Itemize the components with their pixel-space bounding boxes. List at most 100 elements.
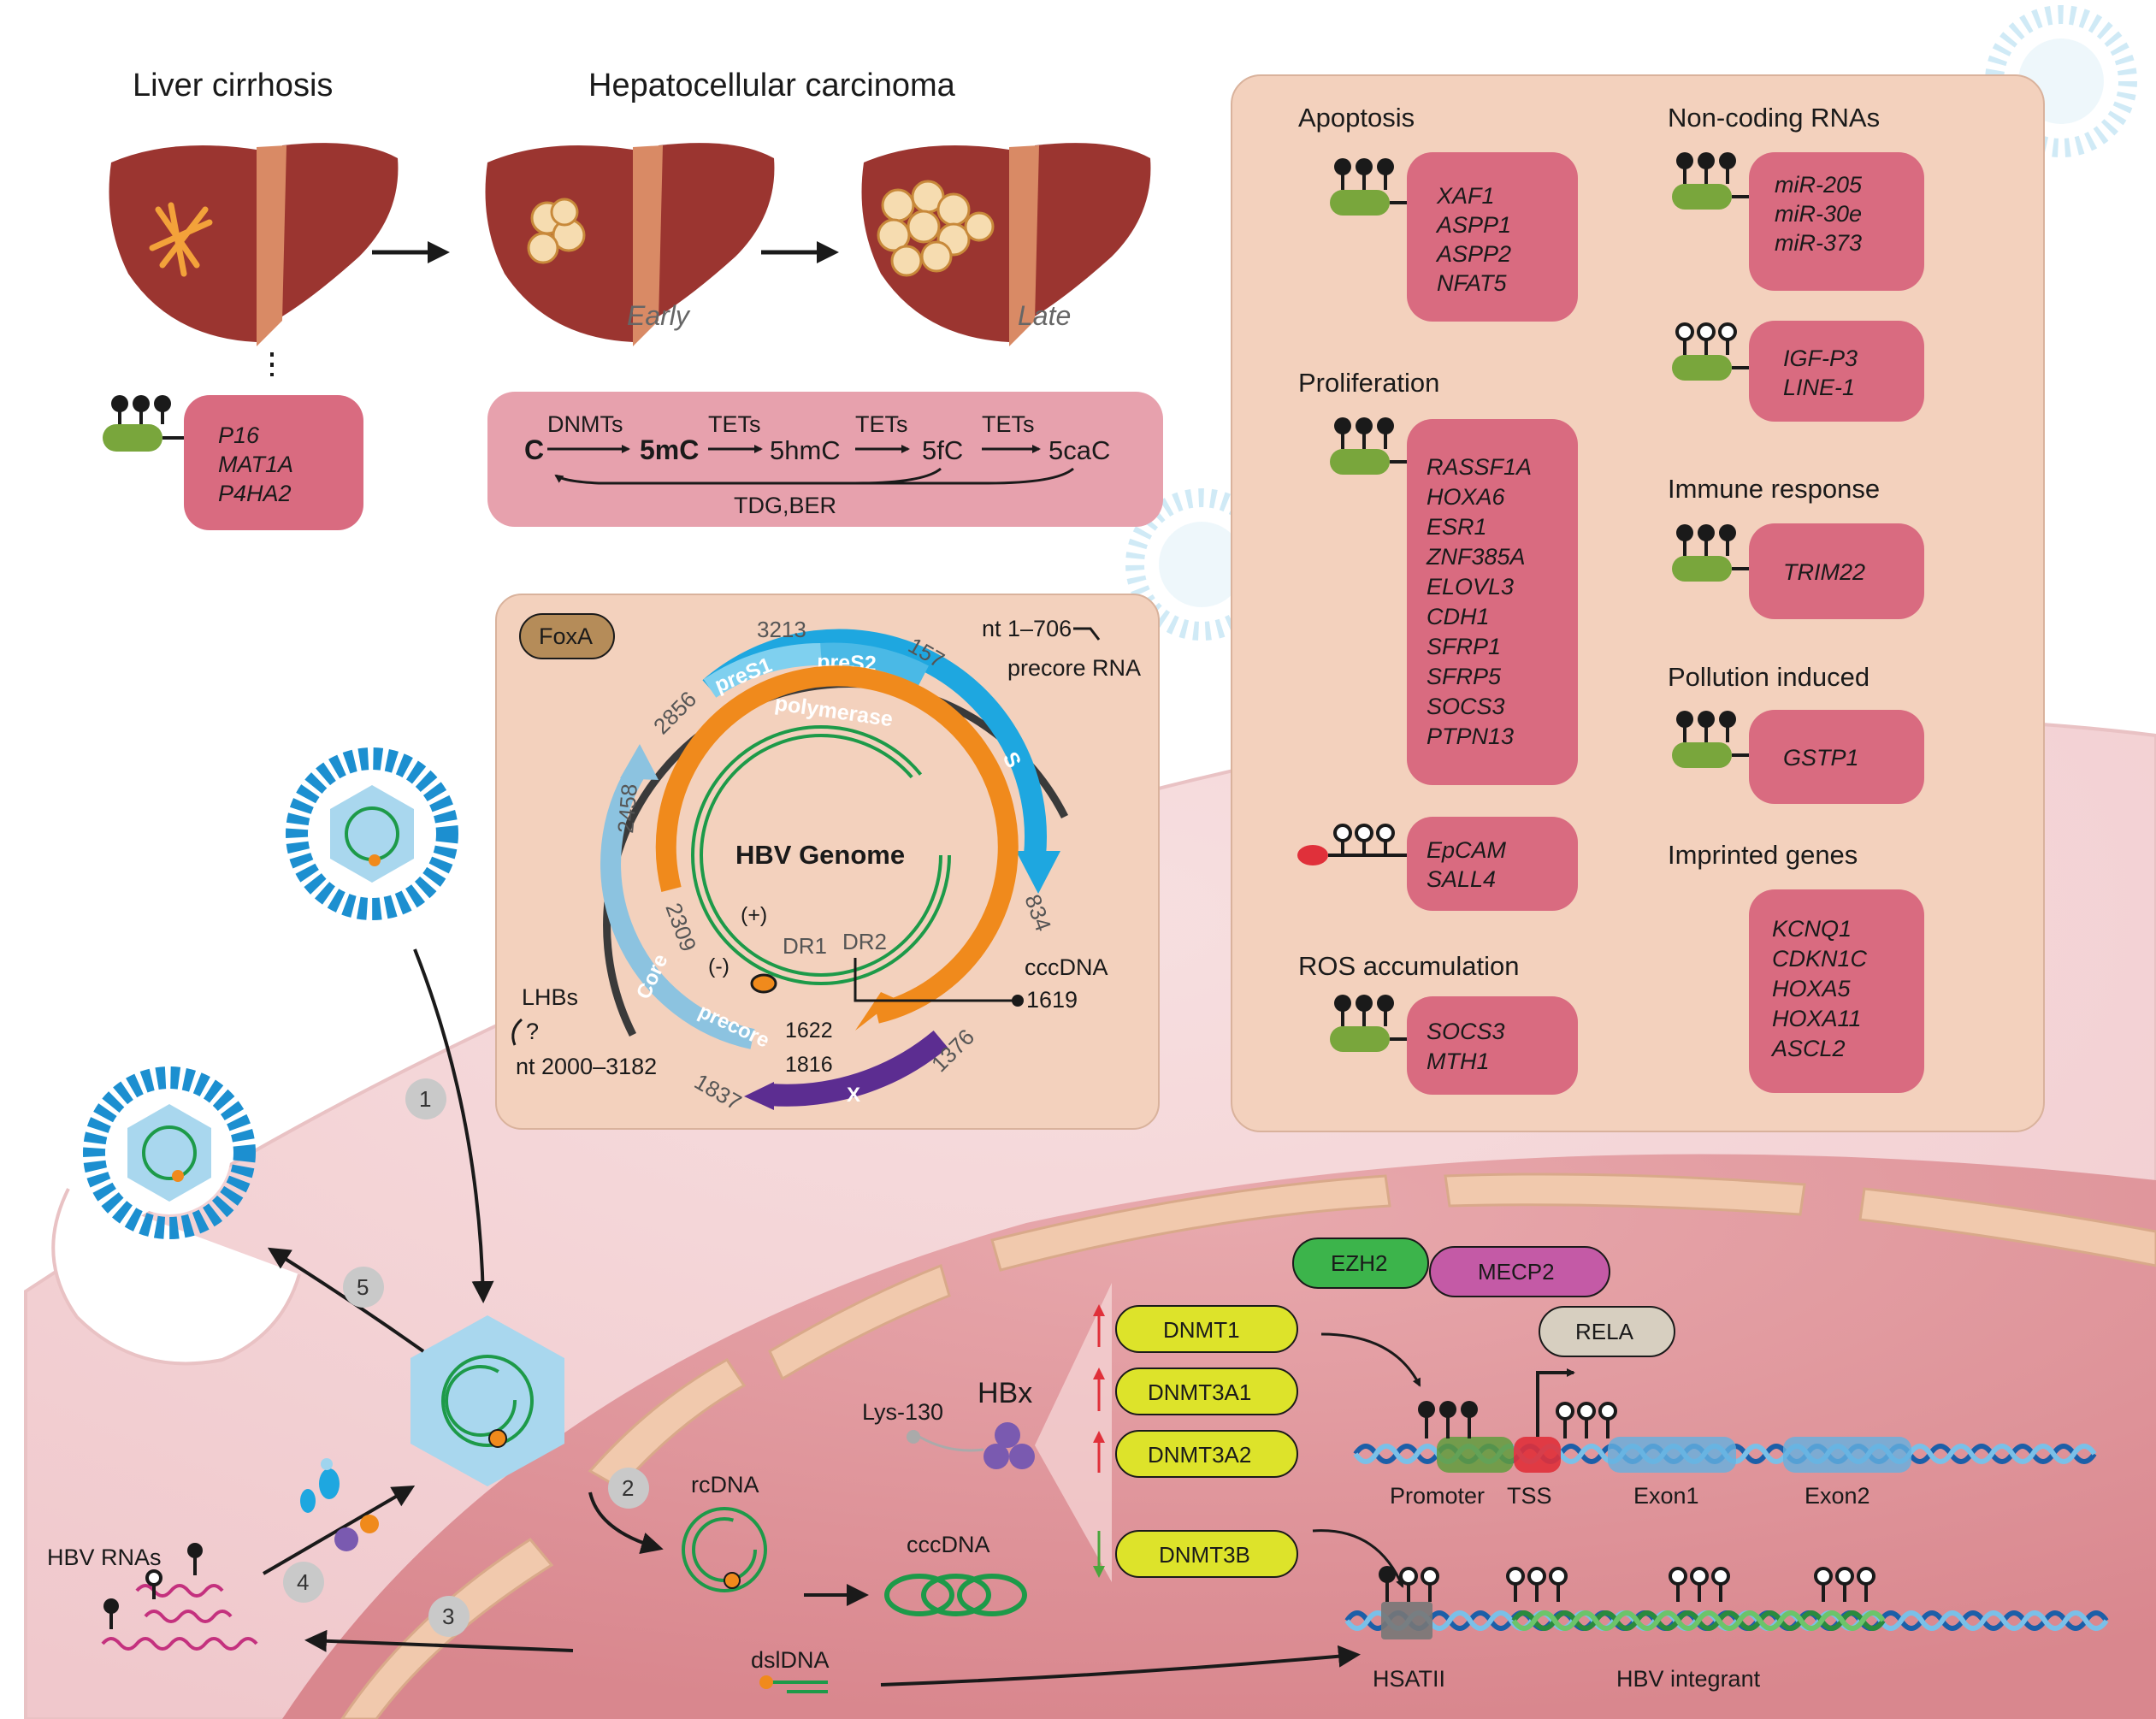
gene-mth1: MTH1: [1427, 1049, 1490, 1074]
cycle-tets-1: TETs: [708, 411, 761, 437]
gene-mir-373: miR-373: [1775, 230, 1862, 256]
gene-cdh1: CDH1: [1427, 604, 1490, 629]
host-gene-dna: Promoter TSS Exon1 Exon2: [1353, 1368, 2097, 1509]
apoptosis-title: Apoptosis: [1298, 103, 1415, 133]
svg-text:2: 2: [622, 1475, 634, 1501]
gene-xaf1: XAF1: [1436, 183, 1495, 209]
cycle-5fc: 5fC: [922, 435, 963, 465]
gene-rassf1a: RASSF1A: [1427, 454, 1532, 480]
liver-progression: Liver cirrhosis Hepatocellular carcinoma…: [103, 68, 1151, 530]
tss-label: TSS: [1507, 1483, 1552, 1509]
lys130-label: Lys-130: [862, 1399, 943, 1425]
gene-aspp1: ASPP1: [1435, 212, 1511, 238]
gene-kcnq1: KCNQ1: [1772, 916, 1852, 942]
pos-1816: 1816: [785, 1053, 833, 1077]
hbv-rnas: HBV RNAs: [47, 1543, 258, 1651]
gene-socs3: SOCS3: [1427, 694, 1505, 719]
mecp2-label: MECP2: [1478, 1259, 1555, 1285]
rcdna: rcDNA: [682, 1472, 767, 1592]
polymerase-dot: [750, 973, 777, 994]
integrant-label: HBV integrant: [1616, 1666, 1761, 1692]
entry-arrow: [413, 948, 494, 1303]
cycle-c: C: [524, 434, 544, 465]
methylation-cycle: C DNMTs 5mC TETs 5hmC TETs 5fC TETs 5caC…: [487, 392, 1163, 527]
rna-export-arrow: [304, 1629, 574, 1652]
gene-line-1: LINE-1: [1783, 375, 1855, 400]
x-label: X: [847, 1084, 860, 1107]
promoter-methyl-marks: [1418, 1401, 1478, 1438]
gene-category-panel: Apoptosis XAF1 ASPP1 ASPP2 NFAT5 Prolife…: [1231, 74, 2045, 1132]
rela-pill: [1539, 1306, 1675, 1357]
methylated-cpg-icon: [1672, 152, 1749, 210]
promoter-label: Promoter: [1390, 1483, 1485, 1509]
methylated-cpg-icon: [103, 395, 184, 452]
integrated-dna: HSATII HBV integrant: [1344, 1566, 2109, 1692]
pos-1619: 1619: [1026, 987, 1078, 1013]
nt-1-706-label: nt 1–706: [982, 616, 1072, 641]
gene-mir-205: miR-205: [1775, 172, 1863, 198]
pos-2458: 2458: [612, 783, 642, 834]
gene-mat1a: MAT1A: [218, 452, 293, 477]
minus-label: (-): [708, 954, 729, 978]
foxa-label: FoxA: [539, 623, 593, 649]
step-2: 2: [608, 1468, 649, 1509]
gene-hoxa11: HOXA11: [1772, 1006, 1862, 1031]
epcam-group: EpCAM SALL4: [1297, 817, 1578, 911]
plus-strand: [691, 725, 951, 985]
question-label: ?: [526, 1019, 539, 1044]
exon-unmethyl-marks: [1556, 1402, 1617, 1438]
methylated-cpg-icon: [1330, 417, 1407, 475]
hsatii-methyl-marks: [1379, 1566, 1439, 1602]
gene-nfat5: NFAT5: [1437, 270, 1507, 296]
lhbs-label: LHBs: [522, 984, 578, 1010]
gene-hoxa6: HOXA6: [1427, 484, 1506, 510]
exon1-region: [1608, 1437, 1736, 1473]
pos-1622: 1622: [785, 1019, 833, 1043]
imprinted-title: Imprinted genes: [1668, 840, 1858, 870]
gene-sfrp5: SFRP5: [1427, 664, 1502, 689]
gene-ptpn13: PTPN13: [1427, 724, 1514, 749]
hbv-virion-outside: [286, 747, 458, 920]
hcc-title: Hepatocellular carcinoma: [588, 68, 956, 103]
rcdna-label: rcDNA: [691, 1472, 759, 1497]
gene-sall4: SALL4: [1427, 866, 1496, 892]
exon2-label: Exon2: [1805, 1483, 1870, 1509]
minus-strand: [700, 734, 942, 977]
methylated-cpg-icon: [1330, 995, 1407, 1052]
methylated-cpg-icon: [1672, 524, 1749, 582]
gene-znf385a: ZNF385A: [1426, 544, 1526, 570]
methylated-cpg-icon: [1672, 711, 1749, 768]
hsatii-region: [1381, 1602, 1432, 1639]
hbv-virion-exiting: [83, 1066, 256, 1239]
cccdna-hbv-label: cccDNA: [1025, 954, 1108, 980]
cirrhosis-hypermethylated-genes: P16 MAT1A P4HA2: [103, 395, 363, 530]
foxa-badge: [519, 613, 615, 659]
gene-igf-p3: IGF-P3: [1783, 346, 1858, 371]
step-5: 5: [343, 1267, 384, 1308]
methylated-cpg-icon: [1330, 158, 1407, 216]
rela-label: RELA: [1575, 1319, 1634, 1344]
dnmt3a1-pill: [1115, 1368, 1298, 1415]
exon2-region: [1783, 1437, 1911, 1473]
gene-ascl2: ASCL2: [1770, 1036, 1846, 1061]
precore-rna-label: precore RNA: [1007, 655, 1141, 681]
late-hcc-liver: Late: [861, 143, 1151, 346]
hbx-complex: Lys-130 HBx: [862, 1283, 1112, 1582]
dnmt3a1-label: DNMT3A1: [1148, 1379, 1251, 1405]
hbv-rnas-label: HBV RNAs: [47, 1545, 162, 1570]
ncrna-group: Non-coding RNAs miR-205 miR-30e miR-373: [1668, 103, 1924, 291]
hsatii-label: HSATII: [1373, 1666, 1445, 1692]
dnmt3a2-label: DNMT3A2: [1148, 1442, 1251, 1468]
polymerase-arc: [655, 665, 1019, 1024]
pollution-title: Pollution induced: [1668, 662, 1870, 692]
step-4: 4: [283, 1562, 324, 1603]
tss-region: [1514, 1437, 1561, 1473]
gene-epcam: EpCAM: [1427, 837, 1507, 863]
core-arc: [600, 764, 755, 1049]
cccdna: cccDNA: [884, 1532, 1027, 1616]
cccdna-label: cccDNA: [907, 1532, 990, 1557]
immune-title: Immune response: [1668, 474, 1880, 504]
ros-title: ROS accumulation: [1298, 951, 1519, 981]
cycle-5mc: 5mC: [640, 434, 699, 465]
